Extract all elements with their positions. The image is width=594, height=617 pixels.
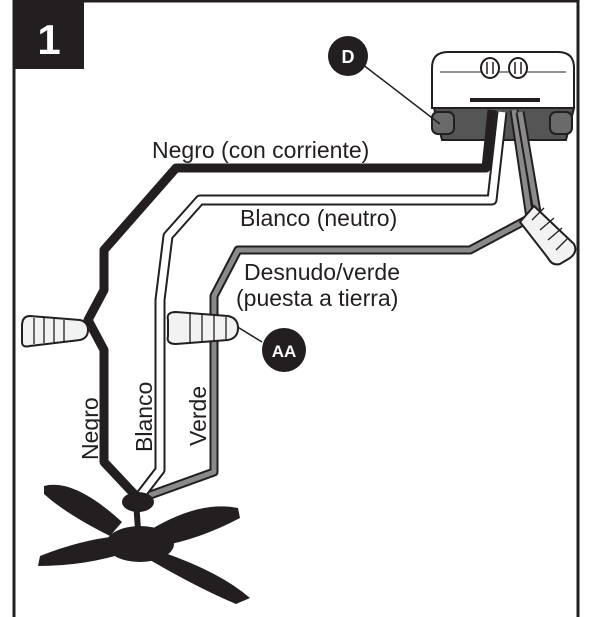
callout-d-leader [361, 63, 441, 125]
label-fan-green: Verde [185, 386, 211, 446]
callout-d: D [328, 36, 368, 76]
wire-nut-black [21, 314, 90, 348]
wire-nut-white-green [166, 310, 240, 346]
label-black-hot: Negro (con corriente) [152, 137, 369, 163]
label-bare-green-2: (puesta a tierra) [236, 285, 398, 311]
step-number-badge: 1 [14, 1, 84, 69]
callout-d-label: D [342, 47, 355, 67]
panel-frame [12, 0, 580, 617]
electrical-box-icon [431, 51, 576, 141]
step-number: 1 [37, 16, 60, 63]
callout-aa-label: AA [272, 342, 297, 361]
label-fan-black: Negro [77, 397, 103, 460]
callout-aa: AA [262, 328, 306, 372]
label-white-neutral: Blanco (neutro) [240, 205, 397, 231]
neutral-wire [135, 111, 508, 500]
label-fan-white: Blanco [131, 382, 157, 452]
hot-wire [83, 109, 497, 500]
callout-aa-leader [235, 325, 263, 343]
wire-nut-box [518, 204, 577, 266]
label-bare-green-1: Desnudo/verde [244, 259, 400, 285]
ceiling-fan-icon [38, 484, 250, 604]
box-ground-lead-core [517, 111, 541, 219]
